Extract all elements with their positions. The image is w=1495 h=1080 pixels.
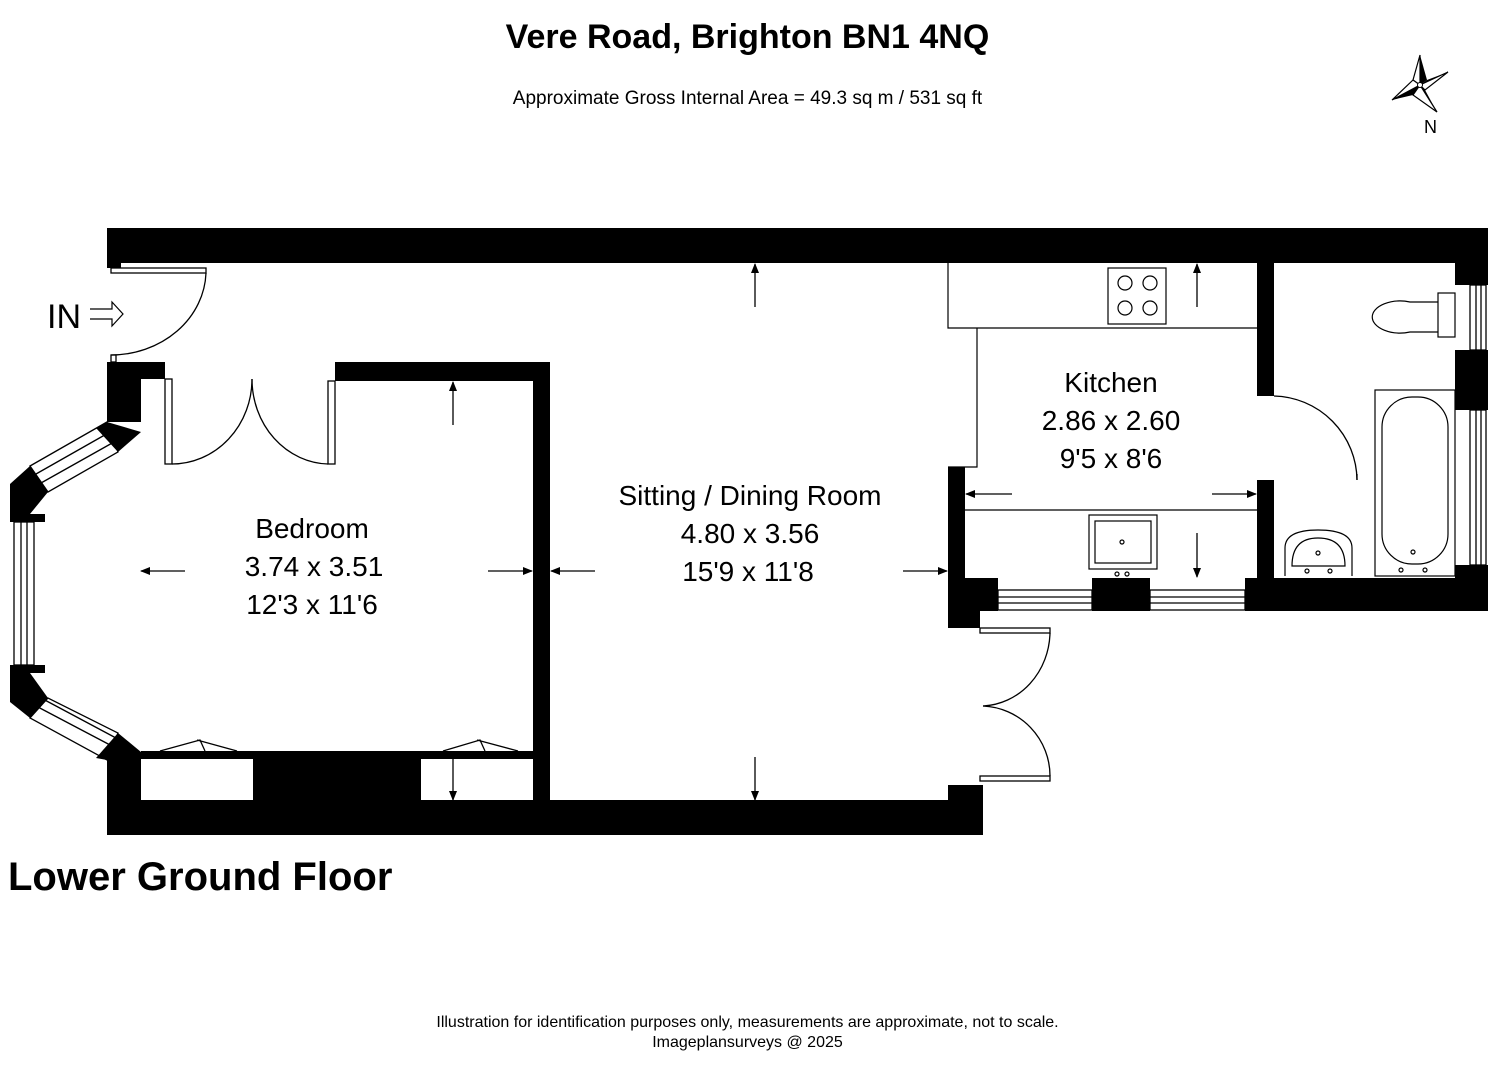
- walls: [10, 228, 1488, 835]
- dimension-arrows: [140, 263, 1257, 801]
- kitchen-name: Kitchen: [1064, 367, 1157, 398]
- credit: Imageplansurveys @ 2025: [652, 1034, 843, 1051]
- disclaimer: Illustration for identification purposes…: [436, 1014, 1059, 1031]
- sitting-room-metric: 4.80 x 3.56: [681, 518, 820, 549]
- floor-label: Lower Ground Floor: [8, 855, 393, 899]
- sitting-room-name: Sitting / Dining Room: [618, 480, 881, 511]
- bedroom-name: Bedroom: [255, 513, 369, 544]
- area-summary: Approximate Gross Internal Area = 49.3 s…: [512, 88, 983, 109]
- windows: [13, 284, 1487, 761]
- bedroom-metric: 3.74 x 3.51: [245, 551, 384, 582]
- sitting-room-imperial: 15'9 x 11'8: [682, 556, 814, 587]
- kitchen-imperial: 9'5 x 8'6: [1060, 443, 1163, 474]
- doors: [110, 267, 1358, 782]
- entrance-label: IN: [47, 298, 81, 336]
- bedroom-imperial: 12'3 x 11'6: [246, 589, 378, 620]
- kitchen-fittings: [947, 263, 1257, 577]
- kitchen-metric: 2.86 x 2.60: [1042, 405, 1181, 436]
- entrance-arrow-icon: [90, 300, 124, 328]
- bathroom-fittings: [1284, 292, 1456, 577]
- plan-title: Vere Road, Brighton BN1 4NQ: [505, 18, 990, 56]
- compass-icon: [1391, 54, 1449, 113]
- compass-north-label: N: [1424, 117, 1437, 137]
